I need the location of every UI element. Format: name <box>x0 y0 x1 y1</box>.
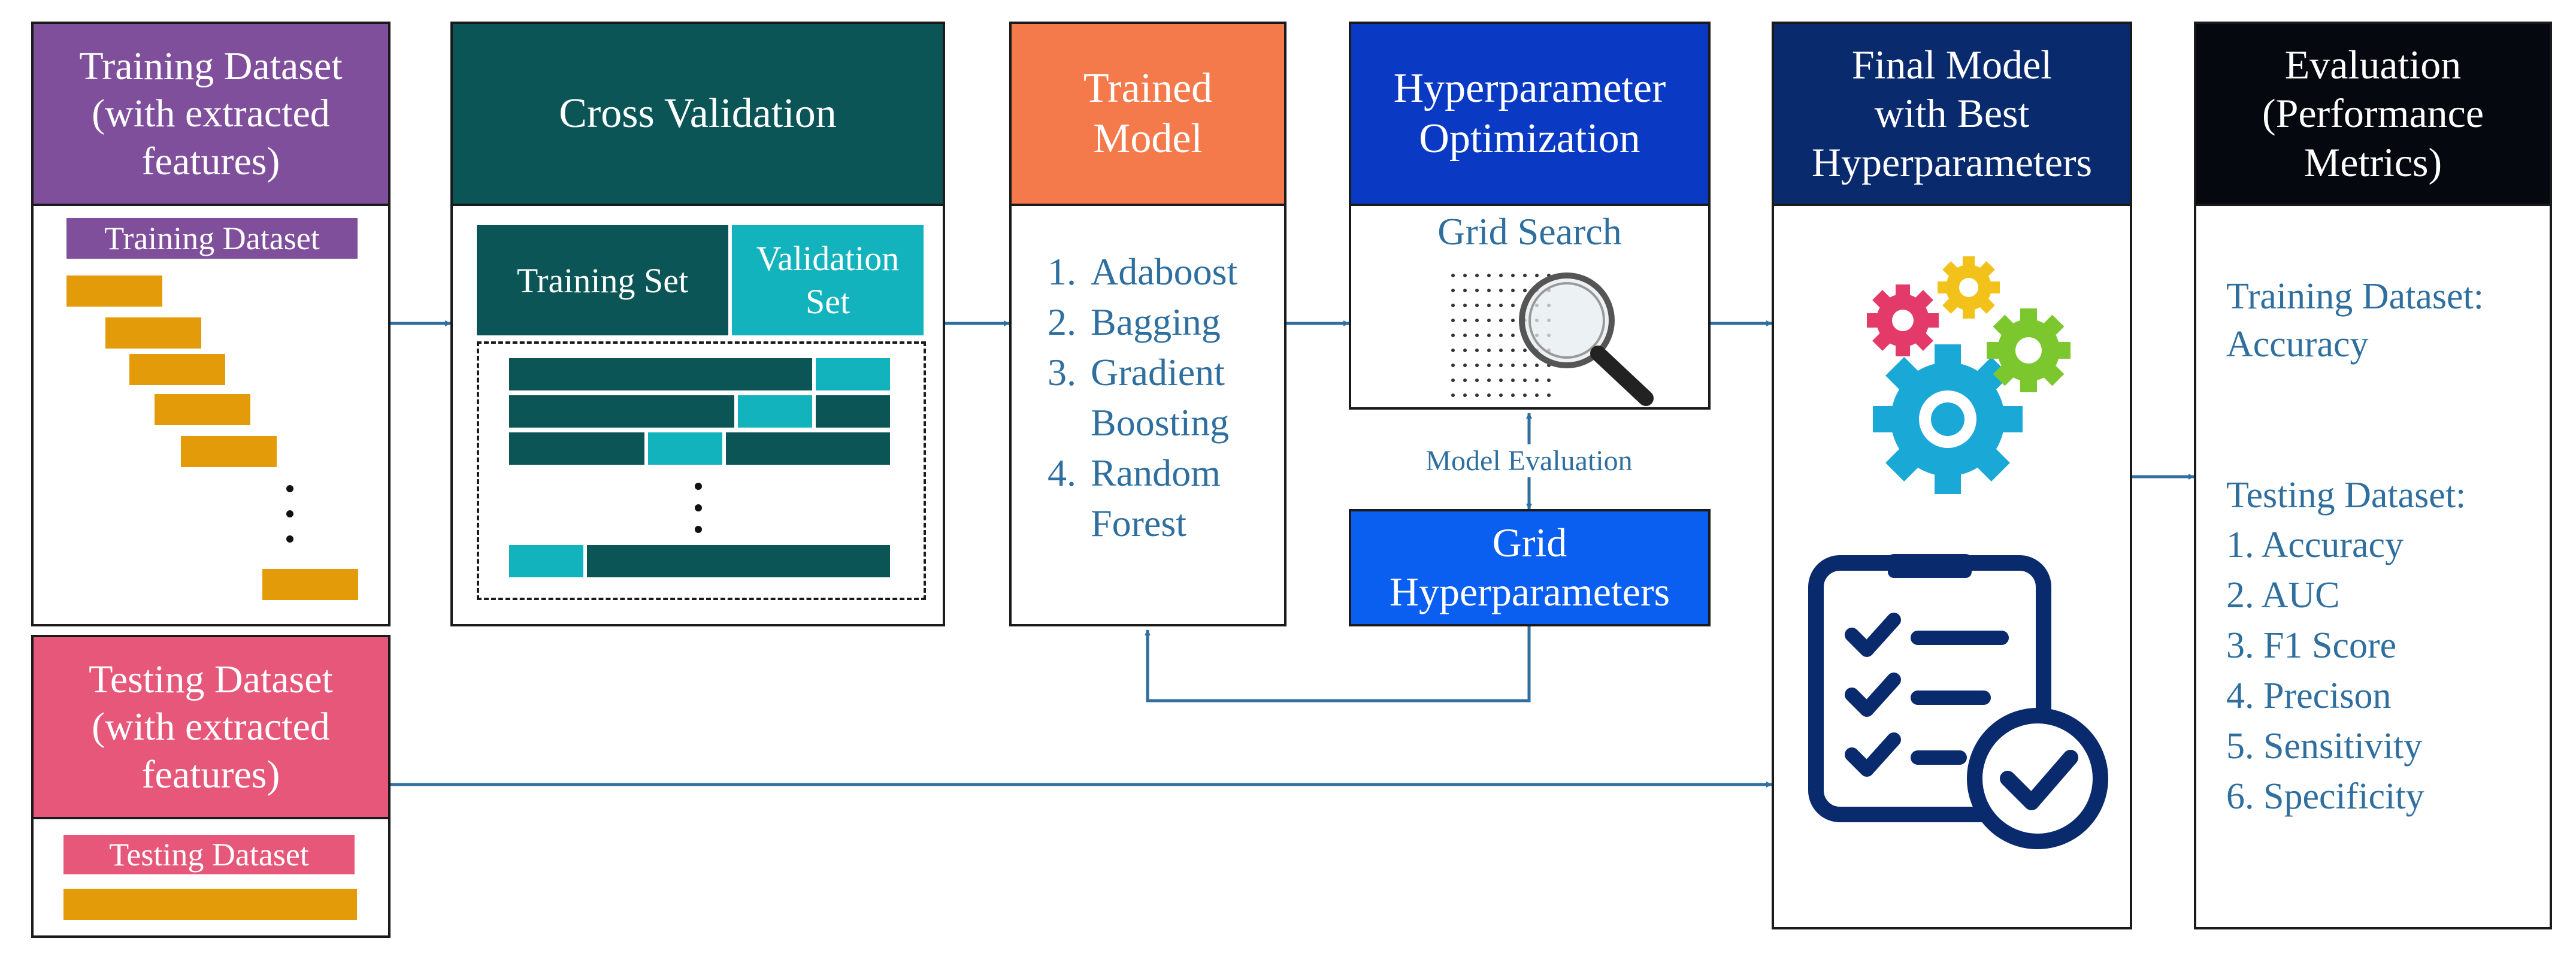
ellipsis-dot <box>286 510 293 517</box>
model-list-item: Boosting <box>1091 401 1230 444</box>
model-list-item: Forest <box>1091 502 1186 544</box>
testing-dataset-header: Testing Dataset (with extracted features… <box>34 637 388 819</box>
metric-item: 1. Accuracy <box>2226 525 2404 565</box>
fold-val <box>648 432 722 465</box>
fold-train <box>816 395 890 428</box>
checklist-icon <box>1808 554 2108 849</box>
final-model-header: Final Model with Best Hyperparameters <box>1774 24 2130 206</box>
model-list-item: 2.Bagging <box>1048 301 1221 343</box>
model-list-item: 4.Random <box>1048 452 1221 494</box>
metric-item: 5. Sensitivity <box>2226 726 2423 767</box>
gears-icon <box>1867 256 2071 494</box>
fold-train <box>509 358 812 390</box>
metric-item: 4. Precison <box>2226 676 2392 716</box>
cross-validation-header: Cross Validation <box>453 24 943 206</box>
eval-training-label: Training Dataset: <box>2226 276 2484 317</box>
ellipsis-dot <box>695 526 702 533</box>
ellipsis-dot <box>695 483 702 490</box>
fold-train <box>509 395 734 428</box>
hyperparameter-box: Hyperparameter Optimization Grid Search <box>1349 22 1711 410</box>
fold-val <box>738 395 812 428</box>
training-bar-1 <box>66 275 162 307</box>
final-model-box: Final Model with Best Hyperparameters <box>1772 22 2132 929</box>
fold-train <box>726 432 890 465</box>
training-bar-2 <box>105 317 201 349</box>
model-evaluation-label: Model Evaluation <box>1372 444 1687 477</box>
ellipsis-dot <box>695 504 702 511</box>
eval-testing-label: Testing Dataset: <box>2226 475 2466 516</box>
training-dataset-label: Training Dataset <box>66 218 358 259</box>
ellipsis-dot <box>286 535 293 543</box>
trained-model-box: Trained Model 1.Adaboost 2.Bagging 3.Gra… <box>1009 22 1287 626</box>
eval-training-metric: Accuracy <box>2226 324 2369 365</box>
cv-folds-frame <box>477 341 926 600</box>
training-bar-5 <box>181 436 277 467</box>
fold-train <box>509 432 644 465</box>
eval-testing-metrics: 1. Accuracy 2. AUC 3. F1 Score 4. Precis… <box>2226 520 2424 822</box>
metric-item: 6. Specificity <box>2226 776 2424 817</box>
fold-val <box>816 358 890 390</box>
arrow-grid-to-trained <box>1145 626 1531 702</box>
grid-search-magnifier-icon <box>1451 272 1654 406</box>
trained-model-header: Trained Model <box>1012 24 1284 206</box>
training-dataset-box: Training Dataset (with extracted feature… <box>31 22 391 626</box>
model-list-item: 1.Adaboost <box>1048 250 1238 293</box>
training-set-block: Training Set <box>477 225 728 335</box>
model-list: 1.Adaboost 2.Bagging 3.Gradient Boosting… <box>1048 247 1237 549</box>
metric-item: 2. AUC <box>2226 575 2340 616</box>
metric-item: 3. F1 Score <box>2226 625 2397 666</box>
grid-hyperparameters-box: Grid Hyperparameters <box>1349 509 1711 626</box>
training-bar-last <box>262 569 358 600</box>
cross-validation-box: Cross Validation Training Set Validation… <box>450 22 945 626</box>
training-bar-3 <box>129 354 225 385</box>
testing-dataset-label: Testing Dataset <box>63 835 355 874</box>
ellipsis-dot <box>286 485 293 492</box>
evaluation-header: Evaluation (Performance Metrics) <box>2196 24 2550 206</box>
hyperparameter-header: Hyperparameter Optimization <box>1351 24 1708 206</box>
evaluation-box: Evaluation (Performance Metrics) Trainin… <box>2194 22 2552 929</box>
model-list-item: 3.Gradient <box>1048 351 1225 393</box>
grid-search-label: Grid Search <box>1437 210 1622 253</box>
grid-hyperparameters-header: Grid Hyperparameters <box>1389 520 1670 614</box>
training-dataset-header: Training Dataset (with extracted feature… <box>34 24 388 206</box>
testing-bar <box>63 889 357 920</box>
validation-set-block: Validation Set <box>732 225 924 335</box>
testing-dataset-box: Testing Dataset (with extracted features… <box>31 635 391 938</box>
training-bar-4 <box>155 394 250 425</box>
fold-train <box>587 545 890 577</box>
fold-val <box>509 545 583 577</box>
